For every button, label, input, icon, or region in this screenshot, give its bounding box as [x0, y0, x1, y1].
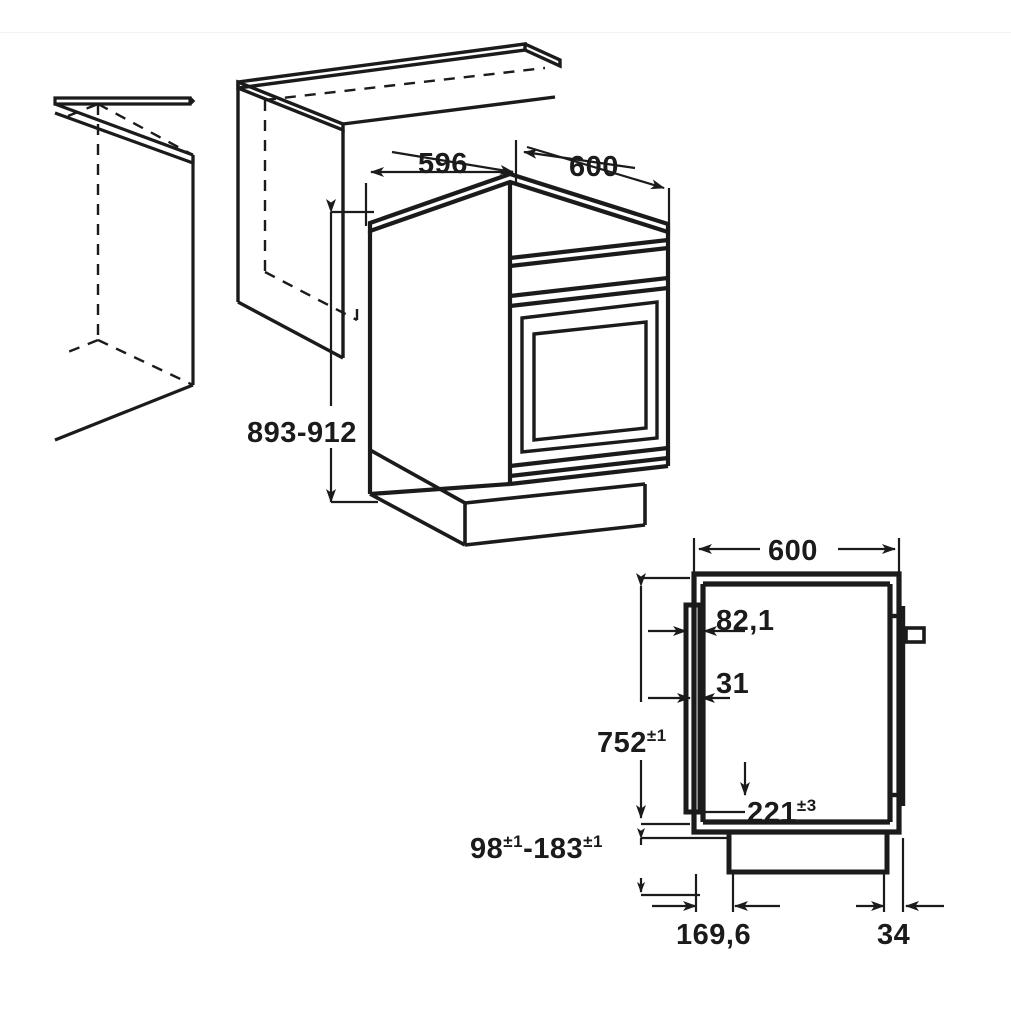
label-752: 752±1 — [597, 726, 667, 759]
dimension-98-183 — [637, 828, 728, 897]
left-cabinet-carcass — [53, 96, 196, 442]
dimension-596 — [364, 140, 518, 226]
label-range-dash: - — [523, 833, 533, 865]
label-600-iso: 600 — [569, 151, 619, 183]
label-600-side: 600 — [768, 535, 818, 567]
left-cabinet-hidden-lines — [67, 102, 194, 387]
cooker-door-panel — [520, 300, 659, 454]
label-82-1: 82,1 — [716, 605, 774, 637]
dimension-221 — [686, 762, 750, 814]
label-596: 596 — [418, 148, 468, 180]
label-221-value: 221 — [747, 797, 797, 829]
dimension-600-iso — [523, 145, 671, 232]
label-221: 221±3 — [747, 796, 817, 829]
label-31: 31 — [716, 668, 749, 700]
label-183-value: 183 — [533, 833, 583, 865]
right-cabinet-carcass — [236, 42, 562, 360]
dimension-34 — [856, 838, 944, 912]
label-183-tolerance: ±1 — [583, 832, 603, 851]
side-view-hinge-marks — [890, 606, 906, 806]
dimension-169-6 — [652, 874, 780, 912]
dimension-600-side — [692, 538, 901, 572]
dimension-752 — [636, 573, 690, 826]
side-view-plinth — [726, 832, 890, 875]
label-98-tolerance: ±1 — [503, 832, 523, 851]
label-221-tolerance: ±3 — [797, 796, 817, 815]
right-cabinet-hidden-lines — [263, 66, 546, 322]
label-893-912: 893-912 — [247, 417, 357, 449]
label-34: 34 — [877, 919, 910, 951]
dimension-height-893-912 — [326, 199, 378, 504]
label-752-tolerance: ±1 — [647, 726, 667, 745]
header-divider-line — [0, 32, 1011, 33]
cooker-body — [367, 171, 671, 497]
label-98-183: 98±1-183±1 — [470, 832, 603, 865]
cooker-plinth — [368, 448, 647, 547]
label-169-6: 169,6 — [676, 919, 751, 951]
label-98-value: 98 — [470, 833, 503, 865]
label-752-value: 752 — [597, 727, 647, 759]
side-view-outer-body — [691, 571, 902, 835]
side-view-handle-stub — [904, 626, 926, 644]
